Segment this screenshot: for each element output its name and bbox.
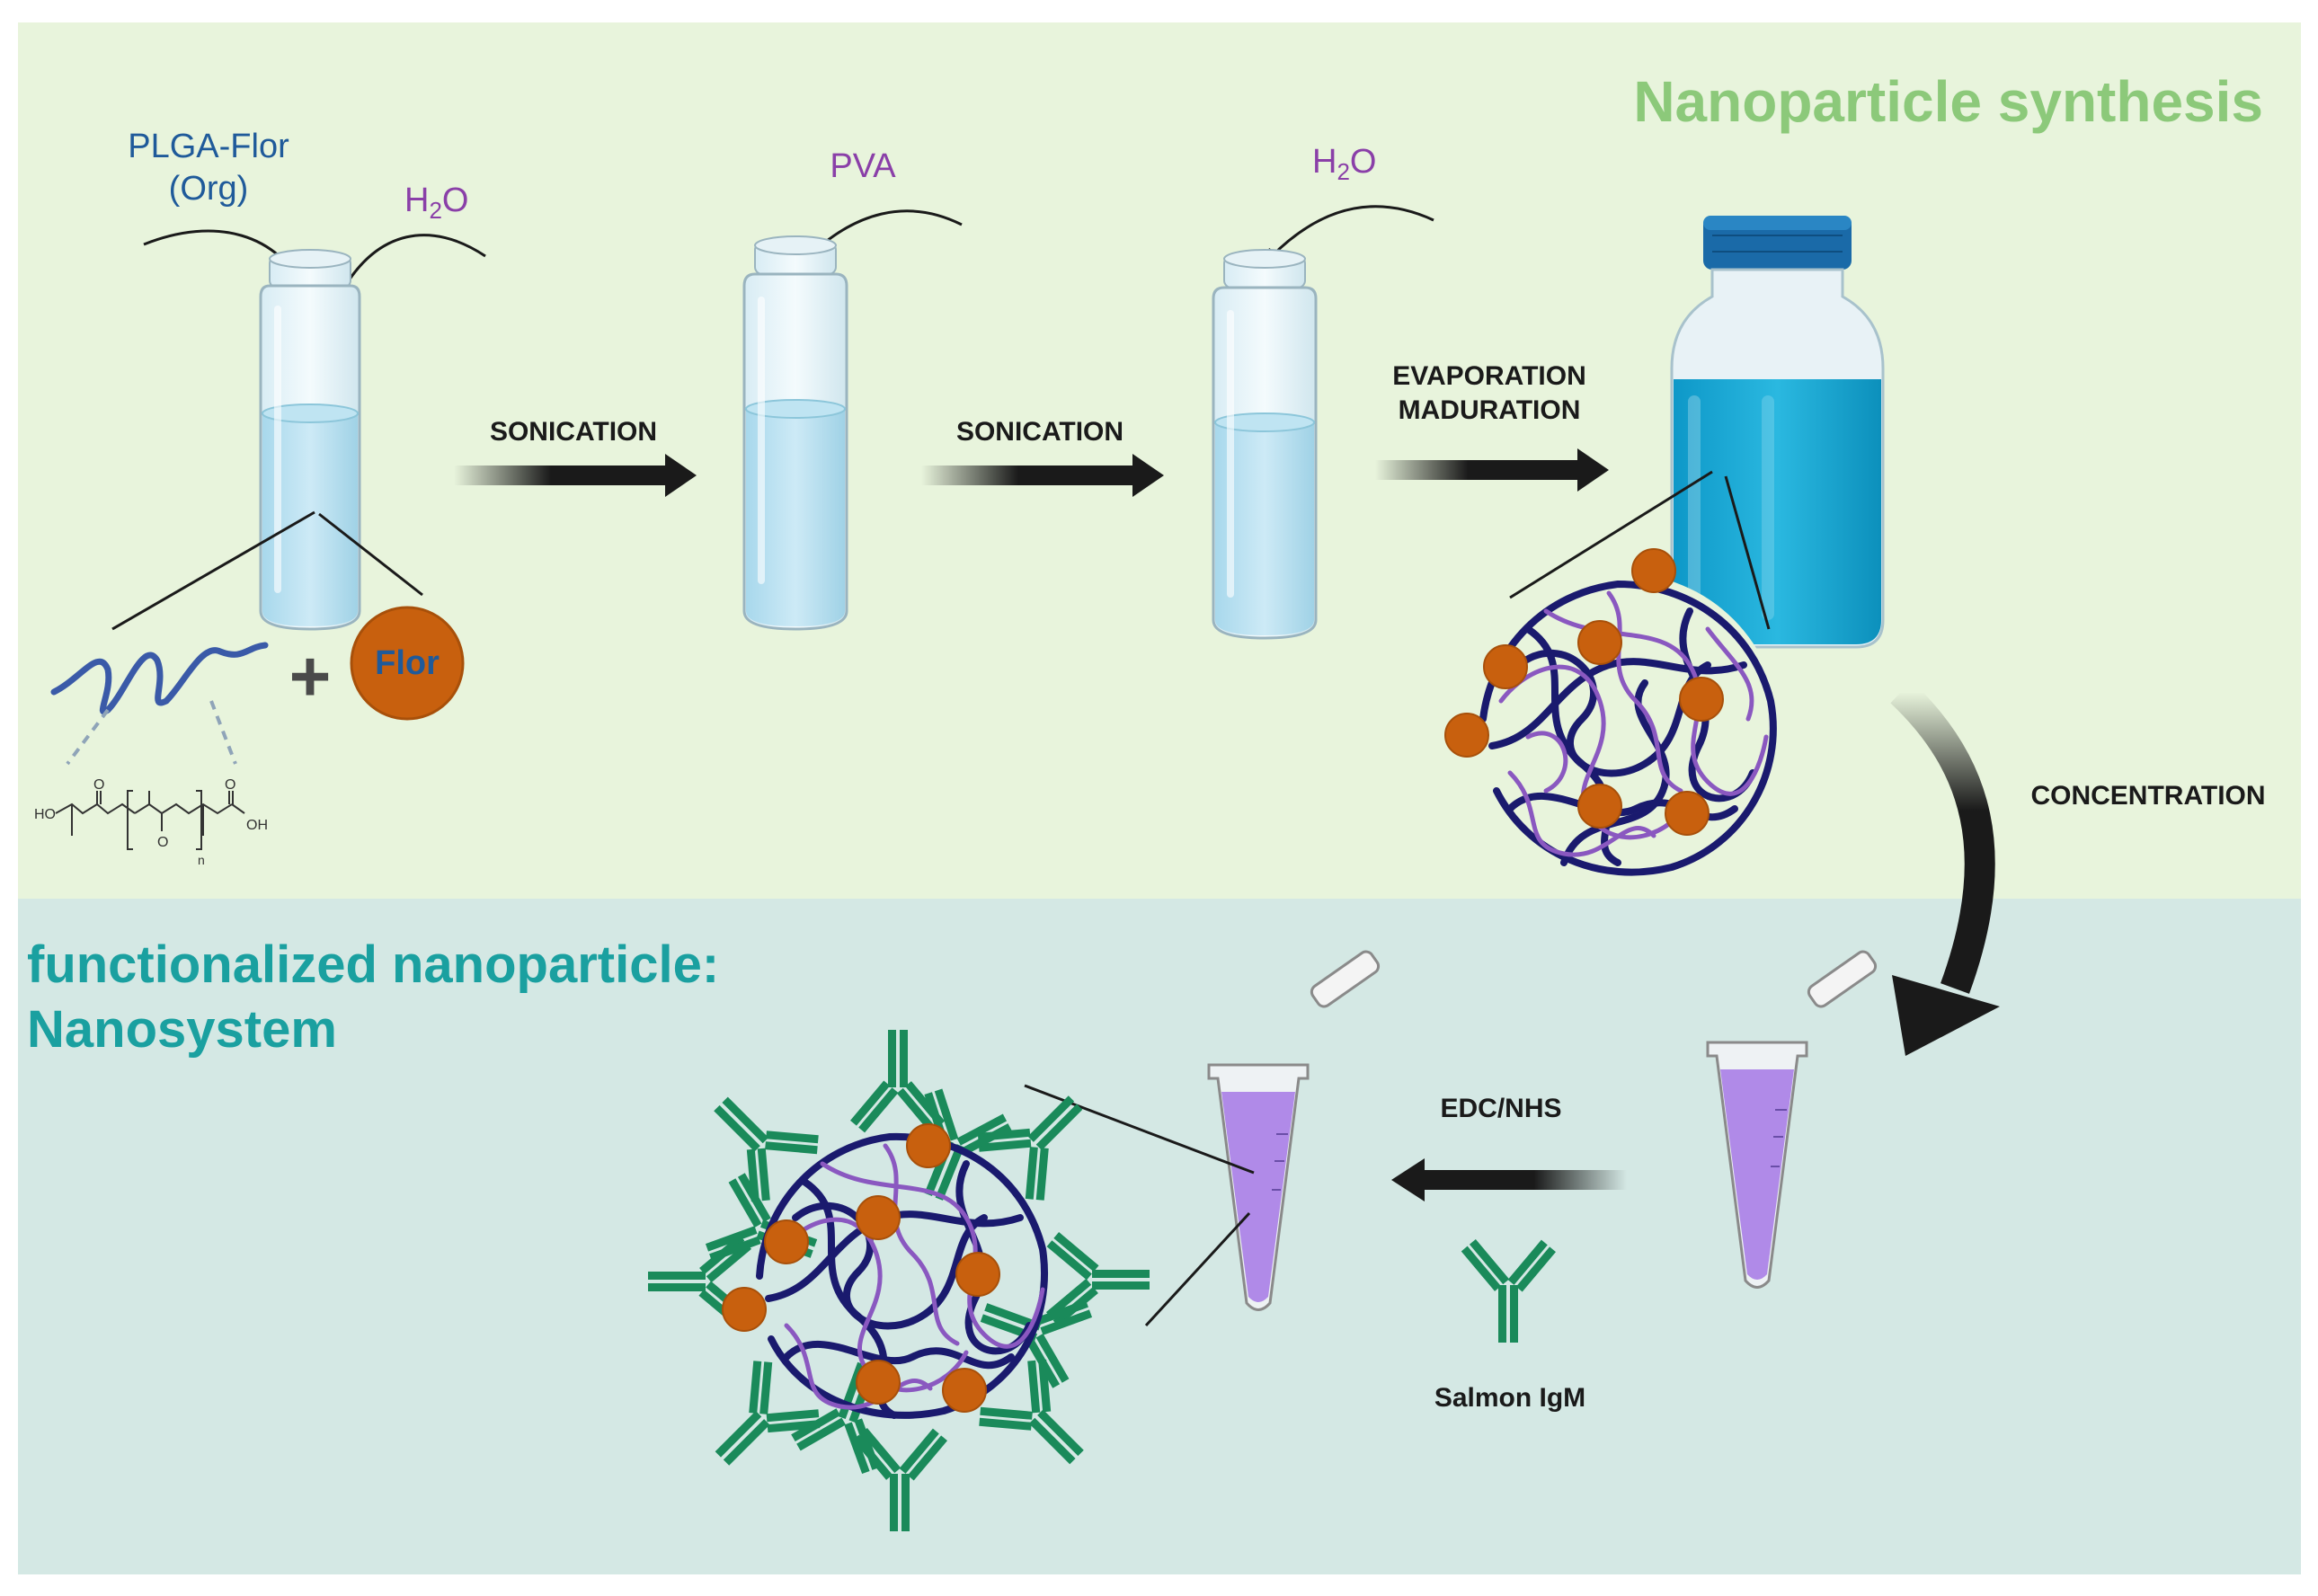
evaporation-label: EVAPORATION xyxy=(1392,361,1586,391)
pva-label: PVA xyxy=(830,147,896,185)
polymer-strand xyxy=(50,642,269,715)
sonication-label-2: SONICATION xyxy=(956,417,1123,447)
nanosystem-title: Nanosystem xyxy=(27,1000,337,1059)
plga-flor-label: PLGA-Flor xyxy=(128,128,289,165)
plus-sign: + xyxy=(289,636,332,716)
sonication-label-1: SONICATION xyxy=(490,417,657,447)
plga-nanoparticle xyxy=(1444,548,1780,888)
zoom-lines-vial xyxy=(111,510,423,631)
flor-label: Flor xyxy=(375,644,440,682)
edc-nhs-arrow xyxy=(1391,1158,1627,1201)
salmon-igm-label: Salmon IgM xyxy=(1434,1383,1585,1413)
sonication-arrow-2 xyxy=(921,454,1164,497)
concentration-label: CONCENTRATION xyxy=(2030,781,2265,811)
water-label-1: H2O xyxy=(404,182,468,224)
vial-2 xyxy=(742,235,848,631)
zoom-lines-bottle xyxy=(1509,470,1771,630)
storage-bottle xyxy=(1670,216,1885,649)
tube-functionalized xyxy=(1207,950,1381,1311)
edc-nhs-label: EDC/NHS xyxy=(1440,1094,1561,1123)
vial-3 xyxy=(1212,249,1318,640)
evaporation-arrow xyxy=(1375,448,1609,492)
synthesis-title: Nanoparticle synthesis xyxy=(1633,69,2263,134)
vial-1 xyxy=(259,249,361,631)
chem-ho: HO xyxy=(34,807,56,822)
maduration-label: MADURATION xyxy=(1399,395,1581,425)
chem-o2: O xyxy=(157,835,168,850)
flor-drug-particle xyxy=(351,607,463,719)
functionalized-title: functionalized nanoparticle: xyxy=(27,935,719,994)
tube-concentrated xyxy=(1706,950,1878,1289)
water-label-2: H2O xyxy=(1312,143,1376,185)
concentration-arrow xyxy=(1890,680,2000,1056)
strand-dashes xyxy=(66,700,237,766)
sonication-arrow-1 xyxy=(454,454,697,497)
chem-oh: OH xyxy=(246,818,268,833)
zoom-lines-tube xyxy=(1024,1084,1255,1327)
plga-org-label: (Org) xyxy=(169,170,249,208)
chem-o1: O xyxy=(93,777,104,793)
functionalized-nanosystem xyxy=(648,1030,1150,1531)
plga-structure xyxy=(55,790,245,850)
synthesis-panel xyxy=(18,22,2301,899)
chem-o3: O xyxy=(225,777,235,793)
chem-n: n xyxy=(198,853,205,867)
